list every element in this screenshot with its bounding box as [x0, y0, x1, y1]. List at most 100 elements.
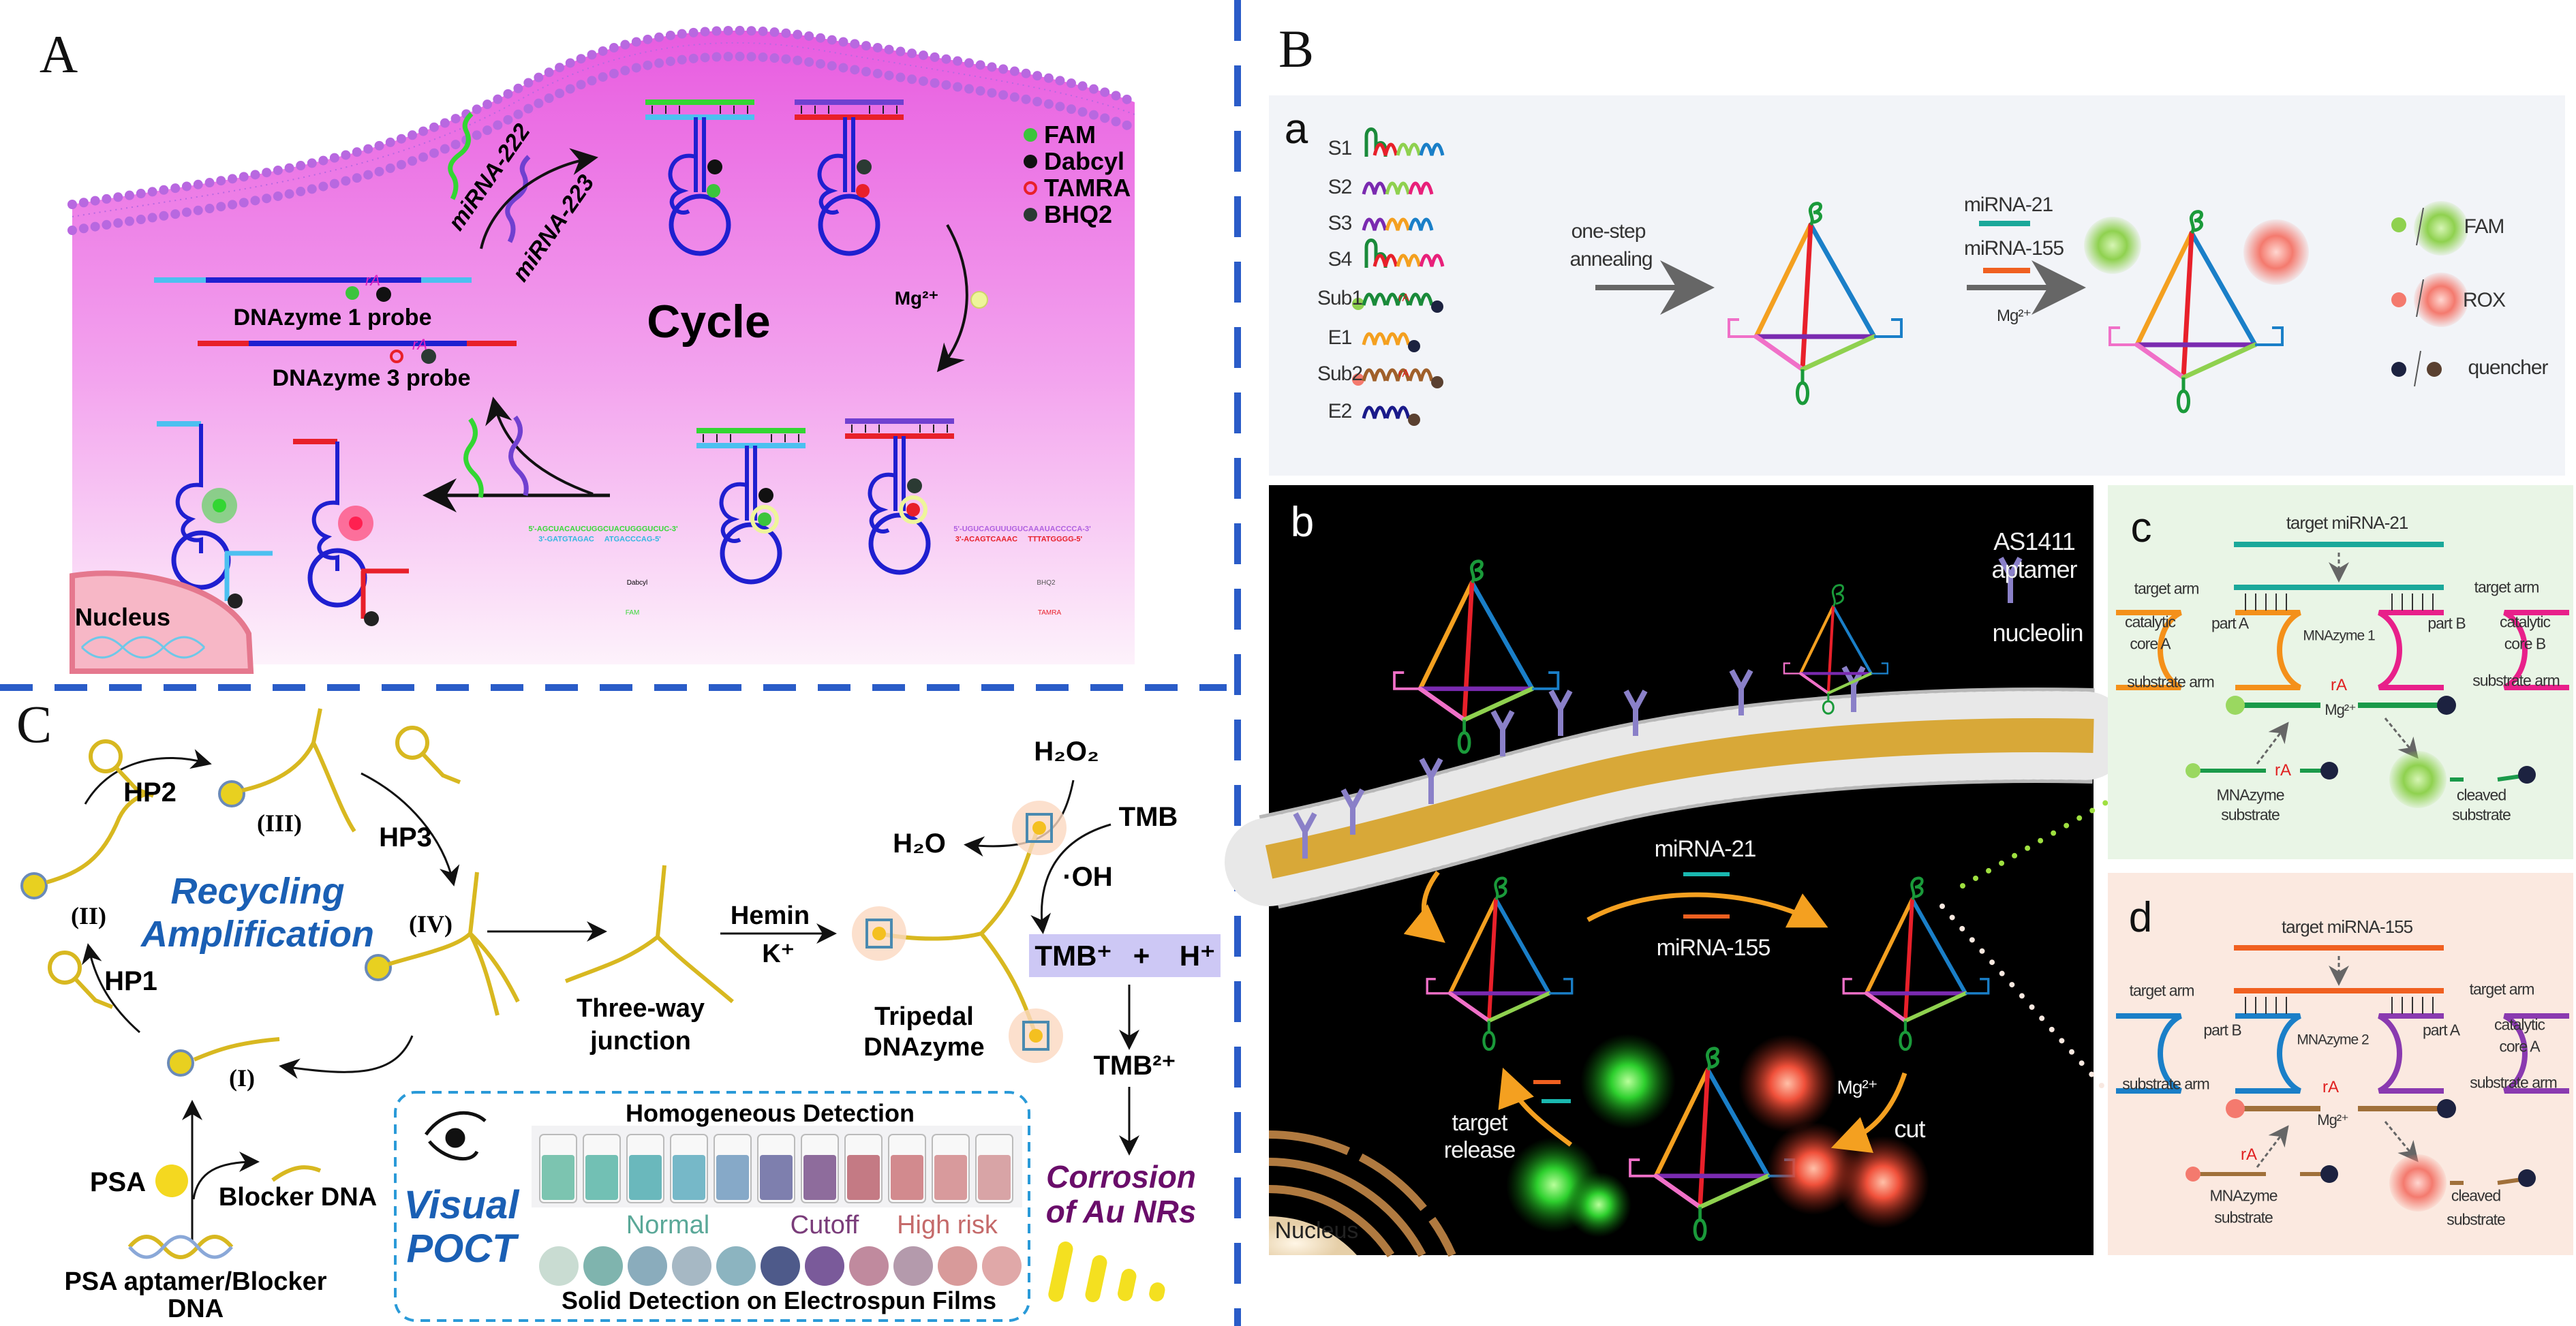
hairpin-stem [420, 752, 461, 784]
fluorophore-dot [1352, 373, 1364, 386]
film-row [539, 1246, 1022, 1286]
edge-pink [2134, 342, 2186, 380]
target-arm-left: target arm [2134, 579, 2200, 598]
aptamer-loop-bottom [1482, 1021, 1496, 1051]
dna-tetrahedron [1842, 876, 1990, 1051]
strand-segment [1385, 405, 1411, 419]
state-i: (I) [229, 1064, 255, 1092]
catalytic-core-a-line1: catalytic [2494, 1015, 2545, 1034]
released-mirna-222 [463, 417, 484, 498]
edge-green [1698, 1173, 1770, 1209]
panel-b-c-background [2108, 485, 2573, 859]
uptake-arrow [1403, 870, 1445, 943]
legend-fam: FAM [2464, 215, 2505, 238]
base-pairs [801, 106, 898, 114]
part-a-label: part A [2422, 1021, 2460, 1039]
cell-membrane-core [1265, 718, 2094, 879]
edge-pink [1798, 672, 1830, 695]
strand-segment [1362, 368, 1387, 382]
arrow-to-I [279, 1035, 414, 1079]
nucleolin-label: nucleolin [1992, 619, 2083, 647]
membrane-outer-beads [67, 25, 1139, 209]
mnazyme-schematic [2116, 945, 2569, 1212]
quencher-dot [2320, 762, 2338, 780]
sequence-3-dye-tamra: TAMRA [1037, 609, 1062, 617]
au-nanorod [1118, 1269, 1137, 1301]
nucleolin-icon [1548, 690, 1573, 736]
three-way-label-line2: junction [590, 1027, 691, 1055]
strand-segment [1419, 142, 1445, 156]
arrow-tmb [1030, 823, 1111, 934]
catalytic-core-a-line2: core A [2499, 1037, 2540, 1055]
mirna-222-strand [448, 112, 474, 200]
electrospun-film [716, 1246, 756, 1286]
legend-label-fam: FAM [1044, 121, 1096, 149]
electrospun-film [893, 1246, 933, 1286]
catalytic-core-left-free [2116, 1013, 2183, 1094]
mg-ion [970, 291, 988, 309]
cleaved-fragment [361, 568, 409, 619]
homogeneous-detection-label: Homogeneous Detection [625, 1099, 915, 1127]
subpanel-label-b: b [1290, 499, 1315, 546]
mnazyme-arm-left [1842, 978, 1867, 995]
dnazyme-hairpin [696, 428, 806, 585]
cleaved-dnazyme [157, 421, 273, 608]
eye-icon [424, 1111, 487, 1161]
electrospun-film [982, 1246, 1022, 1286]
strand-segment [1385, 368, 1411, 382]
quencher-dot [2437, 696, 2456, 715]
mnazyme-arm-left [1728, 318, 1756, 338]
hairpin-loop [669, 194, 731, 256]
zoom-dots-c [1960, 800, 2109, 889]
mg-label: Mg²⁺ [894, 288, 939, 309]
electrospun-film [539, 1246, 579, 1286]
au-nanorod [1149, 1282, 1165, 1301]
strand-segment [1362, 181, 1387, 195]
electrospun-film [761, 1246, 800, 1286]
vial-solution [542, 1155, 574, 1200]
g-quadruplex-hemin [1026, 813, 1053, 843]
dnazyme-1-probe-strand [154, 277, 472, 302]
cleaved-fluorophore-glow [2389, 751, 2447, 808]
fluorophore-dot [2226, 696, 2245, 715]
vial-solution [803, 1155, 836, 1200]
quencher-dot [2518, 1169, 2536, 1187]
state-iv: (IV) [409, 910, 453, 938]
panel-b-d-background [2108, 873, 2573, 1255]
aptamer-blocker-label-line2: DNA [167, 1295, 224, 1323]
nucleolin-icon [1623, 690, 1648, 736]
strand-segment [1373, 253, 1398, 267]
tripedal-label-line1: Tripedal [874, 1002, 974, 1031]
vial-solution [934, 1155, 967, 1200]
edge-orange [1798, 604, 1835, 675]
vial-solution [760, 1155, 793, 1200]
complex-ii-strand [46, 792, 148, 884]
mnazyme-arm-right [1874, 318, 1903, 338]
quencher-dot [907, 478, 922, 493]
tmb-label: TMB [1118, 802, 1178, 832]
aptamer-loop-bottom [2177, 377, 2190, 414]
mg-label: Mg²⁺ [1837, 1077, 1878, 1098]
dna-structures [20, 708, 1067, 1259]
edge-red [1462, 580, 1475, 722]
legend-label-bhq2: BHQ2 [1044, 200, 1113, 228]
cleaved-substrate-line1: cleaved [2451, 1186, 2501, 1205]
edge-orange [1417, 580, 1475, 692]
dnazyme-1-probe-label: DNAzyme 1 probe [233, 305, 432, 330]
visual-poct-box [394, 1091, 1030, 1322]
base-pairs [2245, 593, 2434, 611]
edge-blue [2189, 230, 2258, 348]
substrate-ra: rA [2275, 761, 2291, 780]
fluorophore-dot [349, 516, 363, 530]
quencher-dot [228, 593, 243, 608]
edge-blue [1494, 897, 1552, 996]
strand-segment [1385, 217, 1411, 231]
binding-arrow [2256, 722, 2289, 765]
panel-a-art [67, 25, 1139, 674]
hemin-center [1032, 821, 1046, 835]
mirna-223-strand [505, 155, 531, 243]
strand-segment [1408, 368, 1434, 382]
potassium-label: K⁺ [762, 940, 795, 968]
dna-tetrahedron [1728, 202, 1903, 405]
